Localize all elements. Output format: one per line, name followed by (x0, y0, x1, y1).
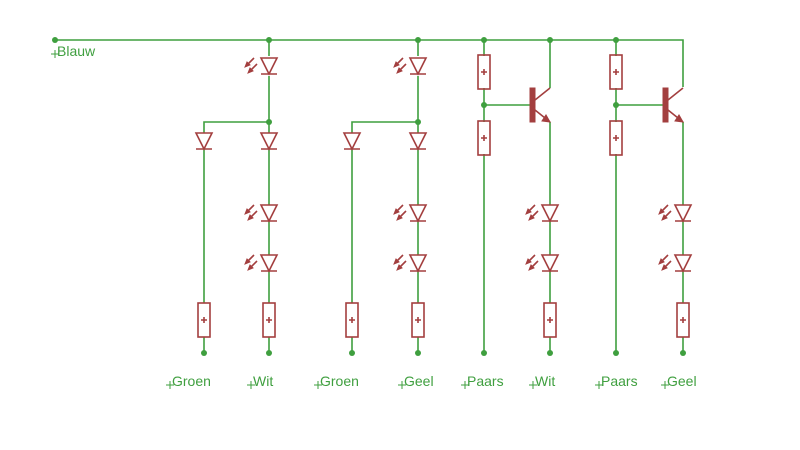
net-label: Paars (467, 373, 504, 389)
net-labels: Blauw Groen Wit Groen Geel Paars Wit Paa… (51, 43, 697, 389)
junction-dot (415, 119, 421, 125)
label-anchor-mark (398, 381, 406, 389)
junction-dot (481, 37, 487, 43)
net-label: Geel (667, 373, 697, 389)
junction-dot (201, 350, 207, 356)
junction-dot (547, 37, 553, 43)
junction-dot (613, 37, 619, 43)
resistor-icon (477, 54, 491, 90)
label-anchor-mark (661, 381, 669, 389)
diode-icon (260, 132, 278, 150)
junction-dot (481, 350, 487, 356)
supply-rail (55, 39, 684, 87)
wire-s1-branch (203, 121, 269, 353)
label-anchor-mark (461, 381, 469, 389)
led-icon (393, 57, 427, 75)
junction-dot (266, 350, 272, 356)
junction-dot (415, 37, 421, 43)
label-anchor-mark (529, 381, 537, 389)
junction-dot (349, 350, 355, 356)
led-icon (393, 254, 427, 272)
label-anchor-mark (595, 381, 603, 389)
led-icon (525, 254, 559, 272)
components (195, 54, 692, 338)
resistor-icon (609, 120, 623, 156)
junction-dot (547, 350, 553, 356)
led-icon (244, 204, 278, 222)
supply-label: Blauw (57, 43, 96, 59)
wires (55, 39, 684, 353)
led-icon (658, 204, 692, 222)
junction-dot (415, 350, 421, 356)
junctions (52, 37, 686, 356)
junction-dot (52, 37, 58, 43)
junction-dot (266, 119, 272, 125)
label-anchor-mark (51, 50, 59, 58)
wire-s2-branch (351, 121, 418, 353)
diode-icon (409, 132, 427, 150)
junction-dot (680, 350, 686, 356)
resistor-icon (676, 302, 690, 338)
led-icon (393, 204, 427, 222)
diode-icon (343, 132, 361, 150)
transistor-icon (662, 87, 684, 123)
led-icon (525, 204, 559, 222)
resistor-icon (411, 302, 425, 338)
junction-dot (481, 102, 487, 108)
net-label: Paars (601, 373, 638, 389)
resistor-icon (477, 120, 491, 156)
led-icon (244, 254, 278, 272)
junction-dot (266, 37, 272, 43)
junction-dot (613, 350, 619, 356)
net-label: Wit (253, 373, 273, 389)
led-icon (244, 57, 278, 75)
resistor-icon (345, 302, 359, 338)
label-anchor-mark (314, 381, 322, 389)
label-anchor-mark (247, 381, 255, 389)
led-icon (658, 254, 692, 272)
net-label: Groen (320, 373, 359, 389)
resistor-icon (197, 302, 211, 338)
junction-dot (613, 102, 619, 108)
diode-icon (195, 132, 213, 150)
net-label: Wit (535, 373, 555, 389)
label-anchor-mark (166, 381, 174, 389)
transistor-icon (529, 87, 551, 123)
resistor-icon (609, 54, 623, 90)
resistor-icon (262, 302, 276, 338)
net-label: Groen (172, 373, 211, 389)
resistor-icon (543, 302, 557, 338)
net-label: Geel (404, 373, 434, 389)
